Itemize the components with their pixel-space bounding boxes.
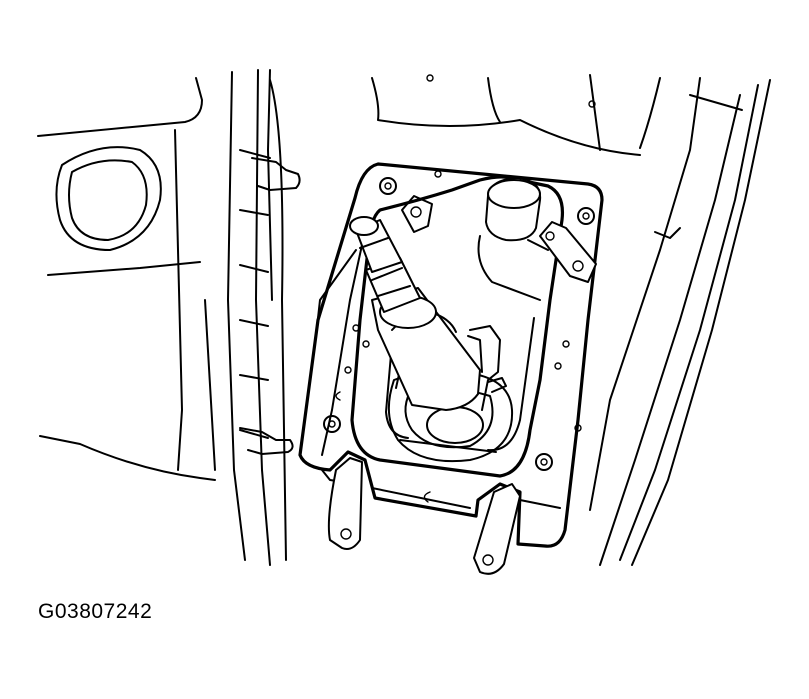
bracket-tab-lower-left — [327, 457, 363, 550]
bracket-tab-upper-left — [401, 195, 433, 233]
left-side-trim — [227, 69, 273, 566]
bolt-bottom-right — [535, 453, 553, 471]
bolt-top-left — [379, 177, 397, 195]
bracket-tab-lower-right — [473, 483, 521, 575]
tunnel-contours — [269, 74, 661, 561]
shift-lever — [349, 216, 481, 411]
right-side-trim — [589, 77, 771, 566]
bezel-outer-plate — [298, 162, 604, 548]
trim-clip-lower — [239, 427, 294, 455]
lever-bracket — [467, 325, 507, 411]
figure-code: G03807242 — [38, 600, 153, 623]
left-console-panel — [37, 77, 216, 481]
bracket-tab-upper-right — [539, 221, 597, 283]
bolt-bottom-left — [323, 415, 341, 433]
bolt-top-right — [577, 207, 595, 225]
boot-frame — [350, 175, 565, 478]
air-vent — [55, 146, 162, 251]
trim-clip-upper — [251, 157, 301, 191]
fastener-marks — [335, 74, 596, 503]
transfer-lever — [477, 177, 549, 301]
